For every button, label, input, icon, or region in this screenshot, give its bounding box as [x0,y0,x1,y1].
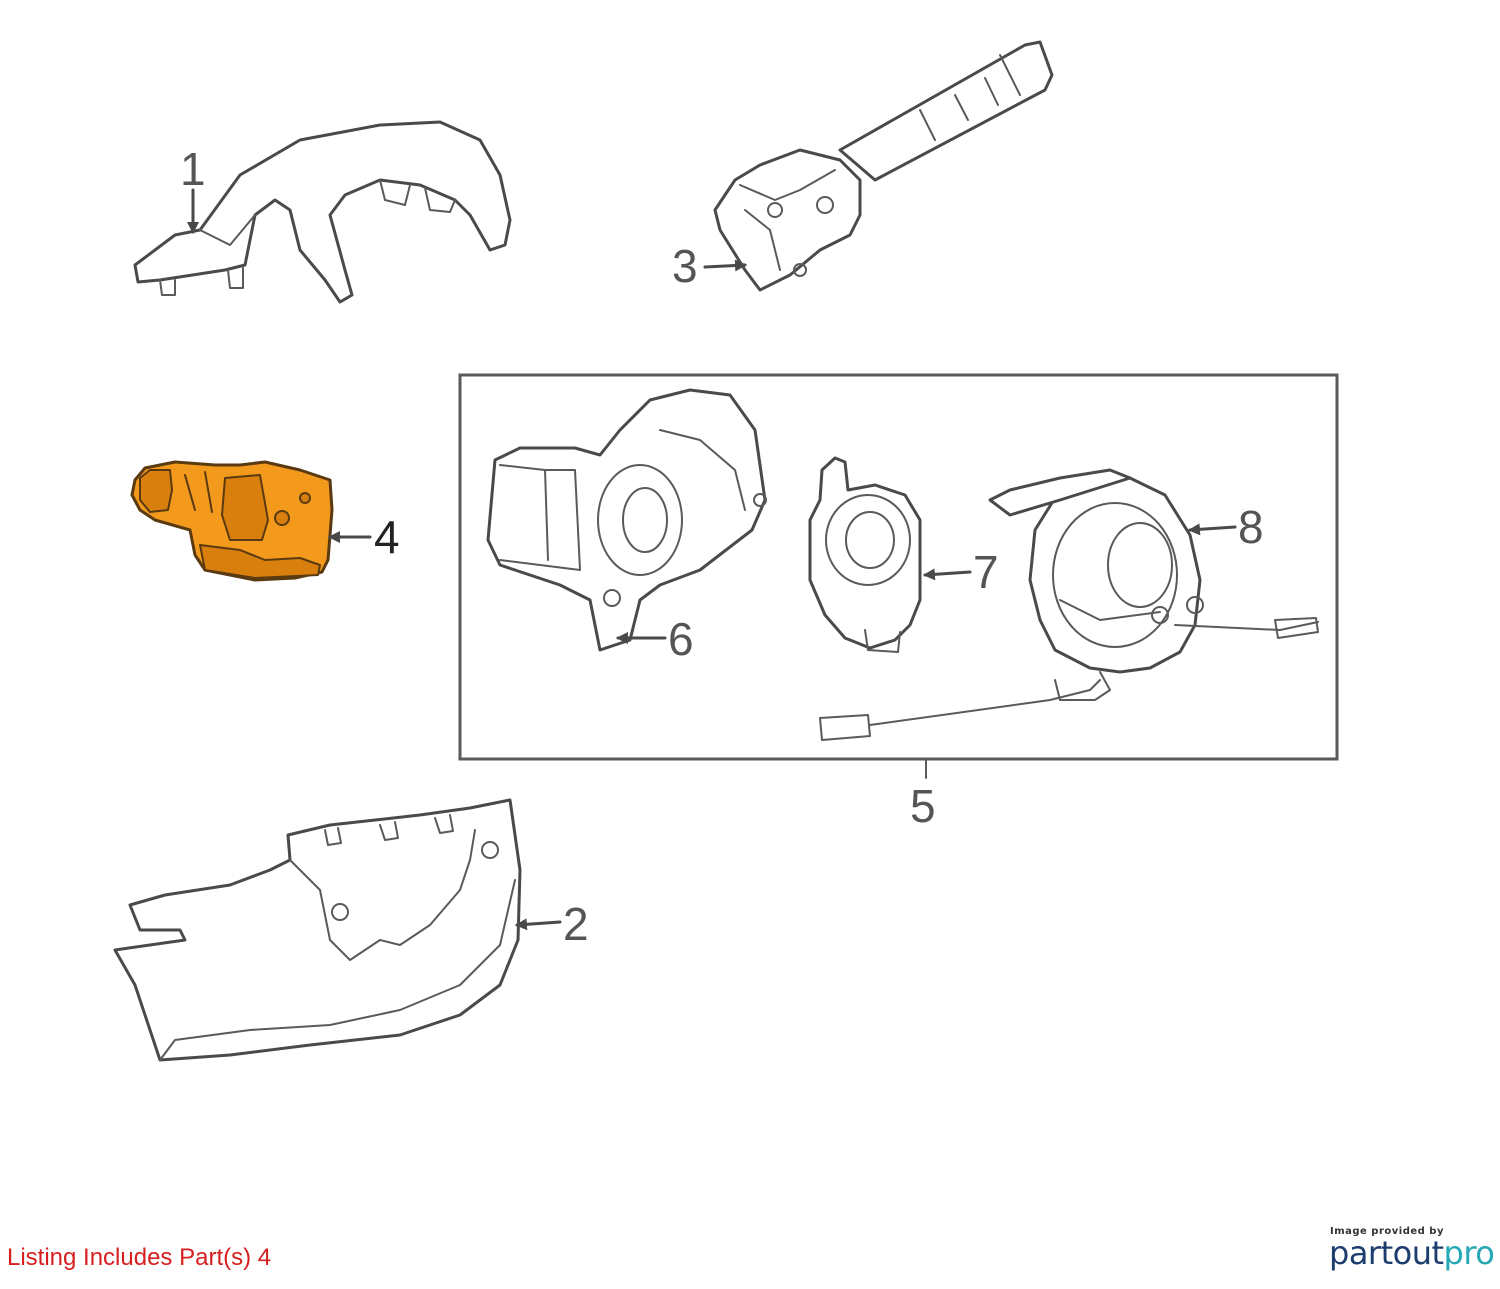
logo-part1: partout [1329,1234,1444,1272]
leader-3 [703,259,747,272]
callout-1: 1 [180,143,206,195]
leader-7 [923,568,972,581]
callout-8: 8 [1238,501,1264,553]
callout-4: 4 [374,511,400,563]
part-4-multifunction-switch [130,460,334,582]
part-5-assembly-box [458,373,1339,761]
leader-8 [1188,523,1237,536]
callout-7: 7 [973,546,999,598]
callout-5: 5 [910,780,936,832]
logo-part2: pro [1443,1234,1495,1272]
part-7-sensor [808,456,922,653]
leader-2 [515,918,562,931]
part-8-clock-spring [819,468,1319,741]
callout-2: 2 [563,898,589,950]
credit-caption: Image provided by [1330,1226,1444,1237]
partoutpro-logo: partoutpro [1329,1234,1495,1272]
part-1-upper-shroud [133,120,512,304]
part-3-stalk-switch [713,40,1054,292]
part-2-lower-shroud [113,798,522,1062]
listing-note: Listing Includes Part(s) 4 [7,1244,272,1271]
callout-6: 6 [668,613,694,665]
part-6-lock-housing [486,388,767,652]
callout-3: 3 [672,240,698,292]
